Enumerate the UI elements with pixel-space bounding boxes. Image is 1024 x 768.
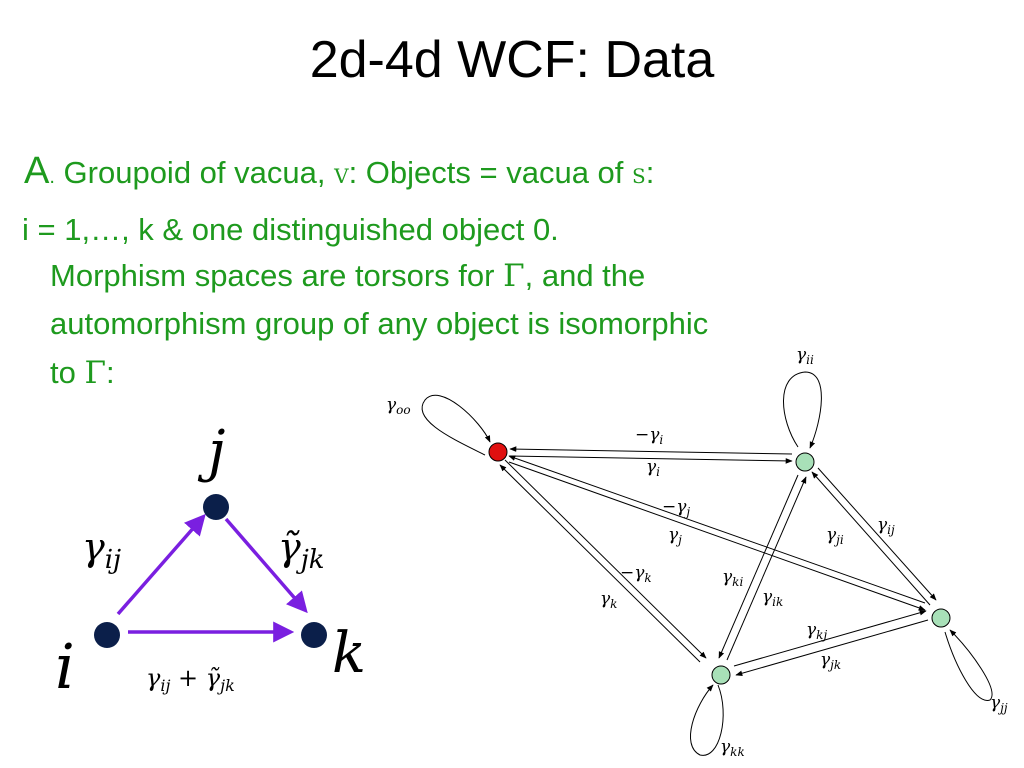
line-5-b: :	[106, 355, 115, 390]
edge-k-j-top	[733, 610, 927, 667]
label-neg-gamma-i: −γi	[635, 425, 663, 447]
node-k-right	[711, 665, 731, 685]
line-3-a: Morphism spaces are torsors for	[50, 258, 495, 293]
edge-o-k-left	[499, 464, 701, 663]
label-dot: .	[49, 166, 55, 188]
label-gamma-jk: γ̃jk	[278, 525, 325, 575]
node-i-right	[795, 452, 815, 472]
edge-i-j-right	[817, 467, 937, 601]
label-gamma-kj: γkj	[806, 620, 827, 642]
node-j	[203, 494, 229, 520]
label-gamma-ki: γki	[722, 567, 743, 589]
loop-jj	[944, 629, 993, 701]
edge-o-i-top	[509, 446, 793, 455]
edge-ij-arrow	[116, 513, 206, 616]
s-symbol: S	[632, 164, 646, 188]
label-loop-jj: γjj	[990, 693, 1008, 715]
edge-i-j-left	[811, 471, 931, 606]
edge-o-j-bottom	[508, 461, 926, 611]
gamma-symbol-1: Γ	[503, 258, 525, 294]
line-2: i = 1,…, k & one distinguished object 0.	[22, 212, 559, 247]
gamma-symbol-2: Γ	[84, 355, 106, 391]
label-neg-gamma-j: −γj	[662, 497, 690, 519]
label-loop-kk: γkk	[720, 737, 745, 759]
label-gamma-ij: γij	[82, 525, 121, 575]
label-k: k	[332, 621, 366, 686]
node-k	[301, 622, 327, 648]
line-3-b: , and the	[524, 258, 646, 293]
label-gamma-k: γk	[600, 589, 617, 611]
label-gamma-ik: γij + γ̃jk	[146, 664, 235, 695]
edge-o-j-top	[508, 455, 926, 604]
label-gamma-i: γi	[646, 457, 660, 479]
loop-kk	[690, 684, 724, 756]
colon-1: :	[645, 155, 655, 190]
objects-text: : Objects = vacua of	[348, 155, 624, 190]
edge-o-i-bottom	[509, 455, 793, 464]
groupoid-text: Groupoid of vacua,	[54, 155, 326, 190]
node-j-right	[931, 608, 951, 628]
loop-oo	[421, 394, 491, 456]
line-3: Morphism spaces are torsors for Γ, and t…	[50, 258, 645, 294]
line-5-a: to	[50, 355, 76, 390]
edge-o-k-right	[504, 459, 707, 659]
label-loop-ii: γii	[796, 345, 814, 367]
node-i	[94, 622, 120, 648]
label-gamma-jk: γjk	[820, 650, 841, 672]
slide-title: 2d-4d WCF: Data	[309, 31, 715, 89]
loop-ii	[783, 371, 822, 449]
label-a: A	[24, 150, 50, 192]
label-gamma-j: γj	[668, 525, 682, 547]
label-gamma-ji: γji	[826, 525, 844, 547]
edge-jk-arrow	[224, 517, 308, 614]
label-i: i	[55, 630, 75, 703]
label-loop-oo: γoo	[386, 395, 411, 417]
label-neg-gamma-k: −γk	[620, 563, 652, 585]
edge-i-k-left	[718, 474, 799, 659]
line-4: automorphism group of any object is isom…	[50, 306, 709, 341]
v-symbol: V	[334, 164, 349, 188]
node-o	[488, 442, 508, 462]
edge-k-j-bottom	[735, 619, 929, 676]
label-gamma-ik: γik	[762, 587, 783, 609]
label-gamma-ij: γij	[877, 515, 895, 537]
edge-i-k-right	[726, 476, 807, 661]
line-1: A. Groupoid of vacua, V: Objects = vacua…	[24, 150, 654, 193]
line-5: to Γ:	[50, 355, 115, 391]
